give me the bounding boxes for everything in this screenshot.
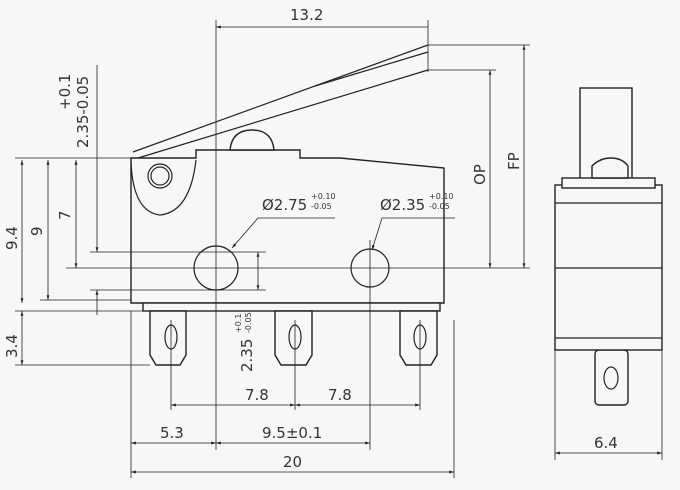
dim-9-5: 9.5±0.1	[262, 424, 322, 442]
extension-lines	[15, 20, 663, 478]
dim-hole-vertical-minus: -0.05	[244, 312, 253, 333]
switch-body	[130, 44, 445, 366]
dim-3-4: 3.4	[3, 334, 21, 358]
dim-fp: FP	[505, 152, 523, 170]
dim-2-35: 2.35-0.05	[74, 76, 92, 148]
dim-7-8-left: 7.8	[245, 386, 269, 404]
hole1-minus: -0.05	[311, 202, 332, 211]
dim-9-4: 9.4	[3, 226, 21, 250]
dim-9: 9	[28, 226, 46, 236]
dim-hole-vertical: 2.35	[238, 339, 256, 372]
hole1-label: Ø2.75	[262, 196, 307, 214]
dim-hole-vertical-plus: +0.1	[234, 314, 243, 333]
hole2-plus: +0.10	[429, 192, 454, 201]
dim-13-2: 13.2	[290, 6, 323, 24]
base	[142, 302, 441, 312]
dim-op: OP	[471, 164, 489, 185]
dim-5-3: 5.3	[160, 424, 184, 442]
dim-6-4: 6.4	[594, 434, 618, 452]
lever	[132, 44, 429, 153]
dim-7: 7	[56, 210, 74, 220]
hole2-label: Ø2.35	[380, 196, 425, 214]
dim-7-8-right: 7.8	[328, 386, 352, 404]
side-view	[554, 87, 663, 406]
side-terminal	[594, 349, 629, 406]
roller	[147, 163, 173, 189]
plunger	[229, 129, 275, 151]
terminals	[149, 310, 438, 366]
dim-20: 20	[283, 453, 302, 471]
hole1-plus: +0.10	[311, 192, 336, 201]
dimension-lines	[20, 25, 662, 474]
hole2-minus: -0.05	[429, 202, 450, 211]
dim-tol-plus: +0.1	[56, 74, 74, 110]
